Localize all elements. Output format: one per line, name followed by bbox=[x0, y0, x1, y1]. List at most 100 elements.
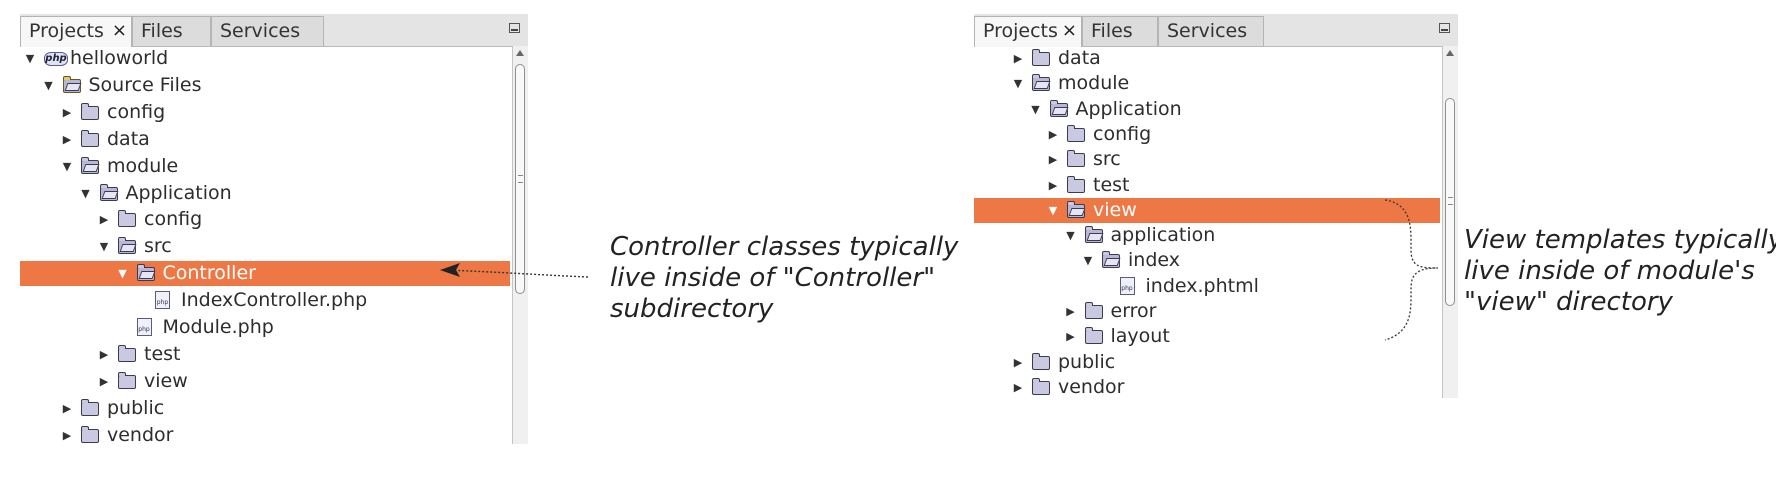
folder-open-icon bbox=[1067, 200, 1085, 218]
tree-item[interactable]: ▼Source Files bbox=[20, 73, 510, 98]
expand-toggle-closed-icon[interactable]: ▶ bbox=[62, 428, 72, 442]
expand-toggle-closed-icon[interactable]: ▶ bbox=[1013, 380, 1023, 394]
view-annotation: View templates typically live inside of … bbox=[1464, 225, 1776, 318]
tree-item[interactable]: ▶error bbox=[974, 299, 1440, 324]
scrollbar-thumb[interactable] bbox=[1445, 98, 1455, 306]
tree-item[interactable]: ▼src bbox=[20, 234, 510, 259]
folder-icon bbox=[1032, 377, 1050, 395]
expand-toggle-open-icon[interactable]: ▼ bbox=[44, 78, 53, 92]
expand-toggle-closed-icon[interactable]: ▶ bbox=[1048, 178, 1058, 192]
expand-toggle-closed-icon[interactable]: ▶ bbox=[1048, 153, 1058, 167]
tab-bar: Projects × Files Services bbox=[20, 14, 528, 47]
tree-item[interactable]: ▶config bbox=[20, 207, 510, 232]
annotation-line: live inside of "Controller" bbox=[610, 263, 936, 293]
expand-toggle-open-icon[interactable]: ▼ bbox=[1083, 254, 1093, 268]
tree-item[interactable]: ▶ layout bbox=[974, 324, 1440, 349]
expand-toggle-open-icon[interactable]: ▼ bbox=[1031, 102, 1040, 116]
expand-toggle-closed-icon[interactable]: ▶ bbox=[62, 105, 72, 119]
close-icon[interactable]: × bbox=[111, 20, 127, 41]
tree-item-label: config bbox=[107, 100, 166, 123]
expand-toggle-closed-icon[interactable]: ▶ bbox=[1013, 355, 1023, 369]
scroll-up-arrow-icon[interactable] bbox=[516, 50, 524, 56]
folder-icon bbox=[1067, 175, 1085, 193]
expand-toggle-open-icon[interactable]: ▼ bbox=[1048, 203, 1058, 217]
source-folder-icon bbox=[62, 75, 81, 93]
tree-item-label: Application bbox=[125, 181, 232, 204]
tab-files[interactable]: Files bbox=[1082, 16, 1158, 46]
tree-item[interactable]: ▶test bbox=[974, 173, 1440, 198]
tree-item[interactable]: ▼index bbox=[974, 248, 1440, 273]
expand-toggle-closed-icon[interactable]: ▶ bbox=[1013, 52, 1023, 65]
expand-toggle-open-icon[interactable]: ▼ bbox=[1013, 77, 1023, 91]
expand-toggle-closed-icon[interactable]: ▶ bbox=[99, 213, 109, 227]
tab-label: Projects bbox=[29, 20, 104, 42]
tree-item[interactable]: ▶config bbox=[974, 122, 1440, 147]
tree-item[interactable]: ▼ Controller bbox=[20, 261, 510, 287]
tree-item-label: test bbox=[144, 342, 181, 365]
expand-toggle-open-icon[interactable]: ▼ bbox=[62, 159, 72, 173]
tree-item[interactable]: ▶vendor bbox=[974, 375, 1440, 398]
tab-services[interactable]: Services bbox=[211, 16, 324, 46]
tree-item[interactable]: ▼ application bbox=[974, 223, 1440, 248]
expand-toggle-open-icon[interactable]: ▼ bbox=[81, 186, 90, 200]
tree-item[interactable]: ▶view bbox=[20, 369, 510, 394]
close-icon[interactable]: × bbox=[1061, 20, 1077, 41]
tree-item[interactable]: ▼ module bbox=[20, 154, 510, 179]
vertical-scrollbar[interactable] bbox=[512, 46, 528, 444]
folder-open-icon bbox=[81, 156, 99, 174]
vertical-scrollbar[interactable] bbox=[1442, 46, 1458, 398]
tree-item[interactable]: ▶src bbox=[974, 147, 1440, 172]
tree-item[interactable]: ▶data bbox=[20, 127, 510, 152]
expand-toggle-open-icon[interactable]: ▼ bbox=[1066, 229, 1075, 243]
expand-toggle-closed-icon[interactable]: ▶ bbox=[62, 401, 72, 415]
tab-label: Projects bbox=[983, 20, 1058, 42]
tree-item[interactable]: ▶public bbox=[20, 396, 510, 421]
tree-item-label: module bbox=[107, 154, 179, 177]
tab-services[interactable]: Services bbox=[1158, 16, 1264, 46]
minimize-icon[interactable] bbox=[1439, 23, 1450, 33]
tree-item-label: data bbox=[1058, 47, 1101, 69]
expand-toggle-closed-icon[interactable]: ▶ bbox=[99, 374, 109, 388]
folder-icon bbox=[1032, 352, 1050, 370]
expand-toggle-closed-icon[interactable]: ▶ bbox=[62, 132, 72, 146]
expand-toggle-closed-icon[interactable]: ▶ bbox=[1066, 305, 1075, 318]
tree-item[interactable]: ▼view bbox=[974, 197, 1440, 223]
php-file-icon: php bbox=[136, 318, 152, 336]
scrollbar-thumb[interactable] bbox=[515, 64, 525, 294]
tree-item[interactable]: ▶ config bbox=[20, 100, 510, 125]
tab-projects[interactable]: Projects × bbox=[974, 16, 1082, 47]
scroll-up-arrow-icon[interactable] bbox=[1446, 50, 1454, 56]
expand-toggle-open-icon[interactable]: ▼ bbox=[118, 267, 127, 281]
tab-label: Services bbox=[1167, 20, 1248, 42]
tree-item[interactable]: ▶ data bbox=[974, 46, 1440, 71]
tree-item[interactable]: ▶ test bbox=[20, 342, 510, 367]
minimize-icon[interactable] bbox=[509, 23, 520, 33]
tab-label: Files bbox=[141, 20, 183, 42]
expand-toggle-closed-icon[interactable]: ▶ bbox=[1066, 330, 1075, 344]
tree-item-label: layout bbox=[1110, 325, 1170, 348]
project-tree: ▶ data▼module▼Application▶config▶src▶test… bbox=[974, 46, 1440, 398]
tree-item[interactable]: ▶public bbox=[974, 350, 1440, 375]
php-project-icon: php bbox=[44, 52, 68, 66]
tree-item[interactable]: ▼ Application bbox=[20, 181, 510, 206]
tree-item[interactable]: ▼Application bbox=[974, 97, 1440, 122]
tree-item-label: Controller bbox=[162, 262, 256, 285]
tree-item[interactable]: ▶vendor bbox=[20, 423, 510, 444]
expand-toggle-closed-icon[interactable]: ▶ bbox=[99, 347, 109, 361]
folder-icon bbox=[1084, 327, 1103, 345]
tab-files[interactable]: Files bbox=[132, 16, 211, 46]
tree-item-label: application bbox=[1110, 224, 1216, 247]
expand-toggle-open-icon[interactable]: ▼ bbox=[99, 240, 109, 254]
tab-projects[interactable]: Projects × bbox=[20, 16, 132, 47]
folder-icon bbox=[118, 344, 136, 362]
folder-icon bbox=[81, 425, 99, 443]
folder-icon bbox=[81, 129, 99, 147]
expand-toggle-open-icon[interactable]: ▼ bbox=[25, 52, 35, 65]
expand-toggle-closed-icon[interactable]: ▶ bbox=[1048, 127, 1058, 141]
tree-item[interactable]: ▼module bbox=[974, 71, 1440, 96]
folder-open-icon bbox=[1084, 226, 1103, 244]
